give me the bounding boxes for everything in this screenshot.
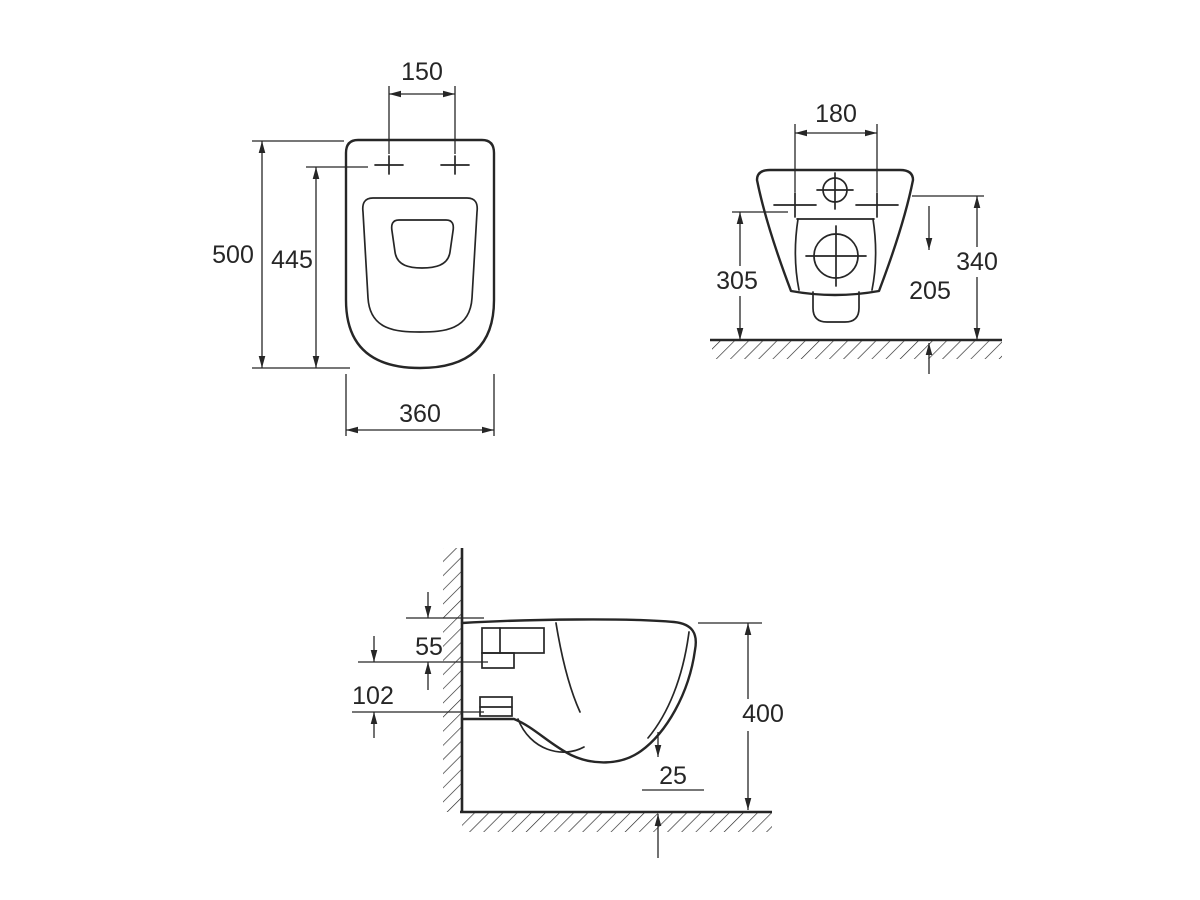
seat-opening-outline [361, 197, 479, 333]
ground-hatch-front [712, 341, 1002, 359]
dimension-180: 180 [794, 100, 878, 192]
dim-label-445: 445 [271, 246, 313, 274]
view-side: 55 102 400 25 [352, 548, 789, 858]
dim-label-205: 205 [909, 277, 951, 305]
inlet-step-rect [481, 652, 515, 669]
dimension-500: 500 [212, 140, 350, 369]
wall-hatch [443, 548, 462, 812]
inlet-rect [481, 627, 545, 654]
dim-label-25: 25 [659, 762, 687, 790]
fixing-cross-right [855, 192, 899, 218]
dimension-150: 150 [388, 58, 456, 154]
flush-inlet-detail [481, 627, 545, 669]
dim-label-180: 180 [815, 100, 857, 128]
top-fixing-circle [816, 172, 854, 210]
dim-label-340: 340 [956, 248, 998, 276]
dimension-305: 305 [710, 211, 788, 340]
dim-label-360: 360 [399, 400, 441, 428]
label-backing [737, 699, 789, 731]
dimension-102: 102 [352, 636, 484, 738]
front-inner-line [647, 631, 690, 739]
dim-label-400: 400 [742, 700, 784, 728]
bowl-outline-top [344, 138, 496, 370]
fixing-cross-left [773, 192, 817, 218]
inner-contour-right [871, 218, 877, 291]
dimension-205: 205 [909, 206, 951, 374]
dimension-55: 55 [358, 592, 488, 690]
dimension-360: 360 [345, 374, 495, 436]
dim-label-55: 55 [415, 633, 443, 661]
view-front: 180 305 340 205 [710, 100, 1004, 374]
body-outline-side [460, 618, 697, 764]
trap-curve [517, 718, 585, 753]
dimension-340: 340 [912, 195, 1004, 340]
outlet-detail [479, 696, 513, 717]
hinge-cross-left [374, 155, 404, 175]
dim-label-102: 102 [352, 682, 394, 710]
drain-circle [805, 225, 867, 287]
dimension-25: 25 [642, 732, 704, 858]
dimension-400: 400 [698, 622, 789, 810]
view-top: 150 500 445 360 [212, 58, 496, 436]
bowl-inner-back-line [555, 622, 581, 713]
body-outline-front [755, 168, 915, 297]
label-backing [710, 266, 764, 296]
outlet-front [812, 291, 860, 323]
label-backing [950, 247, 1004, 277]
hinge-cross-right [440, 155, 470, 175]
dim-label-150: 150 [401, 58, 443, 86]
dim-label-305: 305 [716, 267, 758, 295]
dimension-445: 445 [271, 166, 368, 368]
inner-contour-left [794, 218, 800, 291]
dim-label-500: 500 [212, 241, 254, 269]
water-area-outline [390, 219, 455, 269]
floor-hatch [462, 813, 772, 832]
